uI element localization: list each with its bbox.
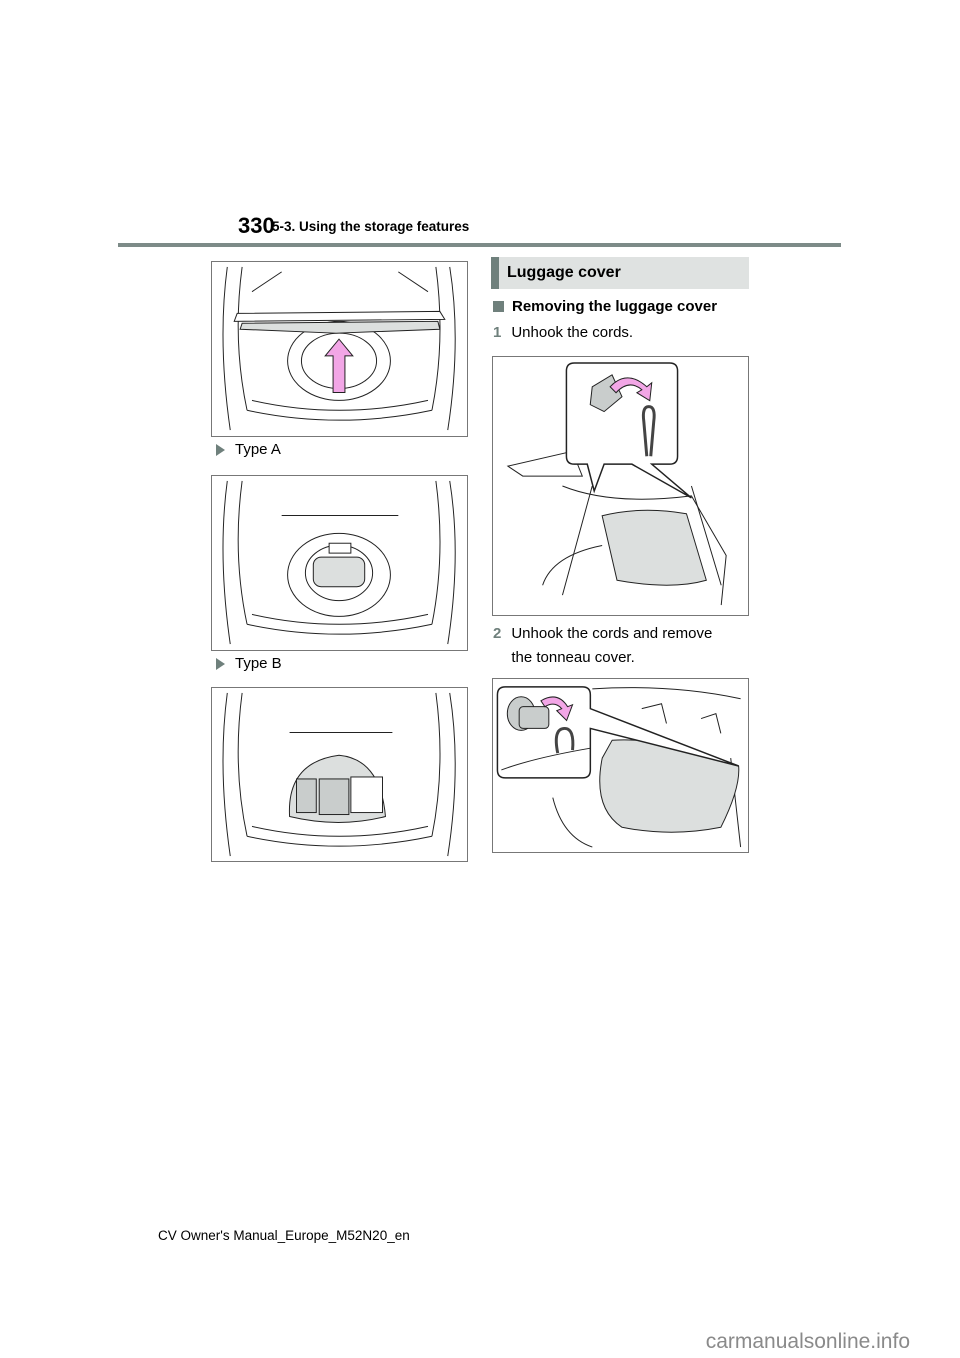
curved-arrow-icon: [540, 696, 574, 722]
trunk-drawing-cover: [222, 266, 456, 431]
remove-tonneau-cover-illustration: [492, 678, 749, 853]
caption-type-b: Type B: [216, 655, 282, 672]
page-number: 330: [238, 213, 275, 238]
subheading: Removing the luggage cover: [493, 298, 717, 315]
section-title: 5-3. Using the storage features: [272, 219, 470, 234]
header-divider: [118, 243, 841, 247]
caption-type-a: Type A: [216, 441, 281, 458]
arrow-up-icon: [324, 338, 354, 393]
trunk-drawing-type-b: [222, 692, 456, 857]
trunk-drawing-type-a: [222, 480, 456, 645]
watermark: carmanualsonline.info: [705, 1330, 910, 1353]
curved-arrow-icon: [609, 377, 653, 402]
unhook-cords-illustration: [492, 356, 749, 616]
luggage-cover-illustration: [211, 261, 468, 437]
manual-id-footer: CV Owner's Manual_Europe_M52N20_en: [158, 1228, 410, 1243]
heading-accent: [491, 257, 499, 289]
square-bullet-icon: [493, 301, 504, 312]
tonneau-drawing: [496, 686, 742, 848]
triangle-bullet-icon: [216, 443, 225, 456]
type-a-illustration: [211, 475, 468, 651]
triangle-bullet-icon: [216, 657, 225, 670]
tailgate-drawing: [506, 362, 727, 606]
section-heading: Luggage cover: [491, 257, 749, 289]
type-b-illustration: [211, 687, 468, 862]
